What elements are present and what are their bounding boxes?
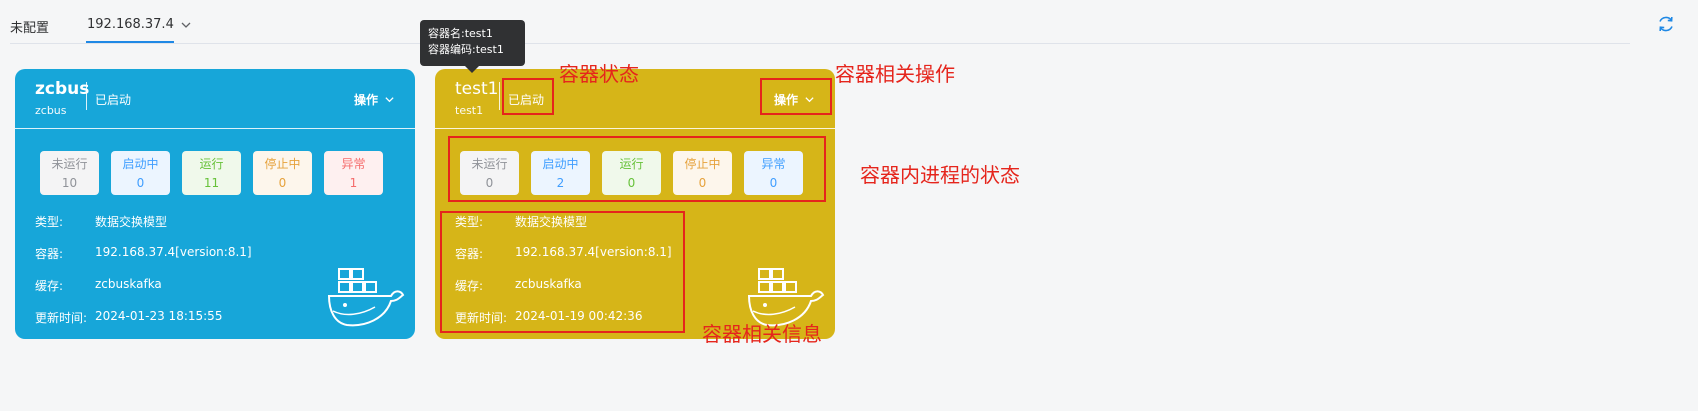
process-status-group: 未运行 10 启动中 0 运行 11 停止中 0 异常 1 <box>40 151 383 195</box>
pill-value: 1 <box>349 176 358 190</box>
tooltip-line-code: 容器编码:test1 <box>428 43 504 56</box>
container-tooltip: 容器名:test1 容器编码:test1 <box>420 20 525 66</box>
pill-value: 11 <box>203 176 220 190</box>
tab-unconfigured[interactable]: 未配置 <box>10 21 50 36</box>
pill-label: 运行 <box>619 157 644 171</box>
status-pill-starting[interactable]: 启动中 0 <box>111 151 170 195</box>
container-status: 已启动 <box>508 93 545 107</box>
status-pill-error[interactable]: 异常 0 <box>744 151 803 195</box>
info-row-type: 类型: 数据交换模型 <box>35 213 167 230</box>
operations-dropdown[interactable]: 操作 <box>354 91 395 108</box>
card-subtitle: zcbus <box>35 104 67 117</box>
info-value: 192.168.37.4[version:8.1] <box>95 245 252 259</box>
info-row-updated: 更新时间: 2024-01-23 18:15:55 <box>35 309 222 326</box>
info-key: 类型: <box>455 215 484 229</box>
tab-host-active[interactable]: 192.168.37.4 <box>87 17 192 32</box>
status-pill-stopping[interactable]: 停止中 0 <box>673 151 732 195</box>
annotation-box-status <box>502 78 554 115</box>
docker-whale-icon <box>327 268 405 327</box>
chevron-down-icon <box>385 97 394 103</box>
pill-value: 0 <box>136 176 145 190</box>
pill-value: 0 <box>769 176 778 190</box>
host-tabs: 未配置 192.168.37.4 <box>0 0 1630 45</box>
card-header: zcbus zcbus 已启动 操作 <box>15 69 415 129</box>
pill-label: 未运行 <box>51 157 88 171</box>
pill-value: 10 <box>61 176 78 190</box>
annotation-label-ops: 容器相关操作 <box>835 62 955 86</box>
status-pill-running[interactable]: 运行 0 <box>602 151 661 195</box>
info-key: 更新时间: <box>35 311 88 325</box>
header-separator <box>499 82 500 110</box>
pill-label: 启动中 <box>542 157 579 171</box>
info-value: zcbuskafka <box>95 277 162 291</box>
info-row-container: 容器: 192.168.37.4[version:8.1] <box>455 245 672 262</box>
tab-host-label: 192.168.37.4 <box>87 17 174 32</box>
card-subtitle: test1 <box>455 104 484 117</box>
info-key: 容器: <box>35 247 64 261</box>
pill-label: 异常 <box>341 157 366 171</box>
annotation-label-info: 容器相关信息 <box>702 322 822 346</box>
annotation-box-info <box>440 211 685 333</box>
pill-label: 异常 <box>761 157 786 171</box>
info-value: 192.168.37.4[version:8.1] <box>515 245 672 259</box>
info-row-type: 类型: 数据交换模型 <box>455 213 587 230</box>
pill-value: 0 <box>278 176 287 190</box>
pill-label: 停止中 <box>264 157 301 171</box>
tooltip-line-name: 容器名:test1 <box>428 27 493 40</box>
status-pill-not-running[interactable]: 未运行 10 <box>40 151 99 195</box>
refresh-icon[interactable] <box>1656 14 1676 34</box>
info-key: 类型: <box>35 215 64 229</box>
container-card-zcbus[interactable]: zcbus zcbus 已启动 操作 未运行 10 启动中 0 运行 11 停止中 0 … <box>15 69 415 339</box>
pill-value: 2 <box>556 176 565 190</box>
info-row-container: 容器: 192.168.37.4[version:8.1] <box>35 245 252 262</box>
card-header: test1 test1 已启动 操作 <box>435 69 835 129</box>
info-row-cache: 缓存: zcbuskafka <box>35 277 162 294</box>
info-key: 更新时间: <box>455 311 508 325</box>
info-value: 2024-01-23 18:15:55 <box>95 309 223 323</box>
tabs-divider <box>10 43 1630 44</box>
info-value: zcbuskafka <box>515 277 582 291</box>
status-pill-stopping[interactable]: 停止中 0 <box>253 151 312 195</box>
pill-value: 0 <box>698 176 707 190</box>
pill-value: 0 <box>627 176 636 190</box>
chevron-down-icon <box>181 22 191 28</box>
status-pill-error[interactable]: 异常 1 <box>324 151 383 195</box>
chevron-down-icon <box>805 97 814 103</box>
info-row-cache: 缓存: zcbuskafka <box>455 277 582 294</box>
container-status: 已启动 <box>95 93 132 107</box>
info-key: 容器: <box>455 247 484 261</box>
info-key: 缓存: <box>455 279 484 293</box>
info-value: 数据交换模型 <box>515 215 588 229</box>
status-pill-starting[interactable]: 启动中 2 <box>531 151 590 195</box>
tab-active-indicator <box>86 41 174 43</box>
docker-whale-icon <box>747 268 825 327</box>
status-pill-not-running[interactable]: 未运行 0 <box>460 151 519 195</box>
info-value: 2024-01-19 00:42:36 <box>515 309 643 323</box>
annotation-label-status: 容器状态 <box>559 62 639 86</box>
card-title: test1 <box>455 79 499 99</box>
process-status-group: 未运行 0 启动中 2 运行 0 停止中 0 异常 0 <box>460 151 803 195</box>
operations-label: 操作 <box>773 93 798 107</box>
info-row-updated: 更新时间: 2024-01-19 00:42:36 <box>455 309 642 326</box>
pill-label: 停止中 <box>684 157 721 171</box>
annotation-box-process <box>448 136 826 202</box>
pill-label: 运行 <box>199 157 224 171</box>
pill-value: 0 <box>485 176 494 190</box>
annotation-label-process: 容器内进程的状态 <box>860 163 1020 187</box>
card-title: zcbus <box>35 79 90 99</box>
tooltip-arrow <box>465 66 479 73</box>
operations-dropdown[interactable]: 操作 <box>774 91 815 108</box>
status-pill-running[interactable]: 运行 11 <box>182 151 241 195</box>
info-value: 数据交换模型 <box>95 215 168 229</box>
header-separator <box>86 82 87 110</box>
operations-label: 操作 <box>353 93 378 107</box>
annotation-box-ops <box>760 78 832 115</box>
pill-label: 启动中 <box>122 157 159 171</box>
pill-label: 未运行 <box>471 157 508 171</box>
info-key: 缓存: <box>35 279 64 293</box>
